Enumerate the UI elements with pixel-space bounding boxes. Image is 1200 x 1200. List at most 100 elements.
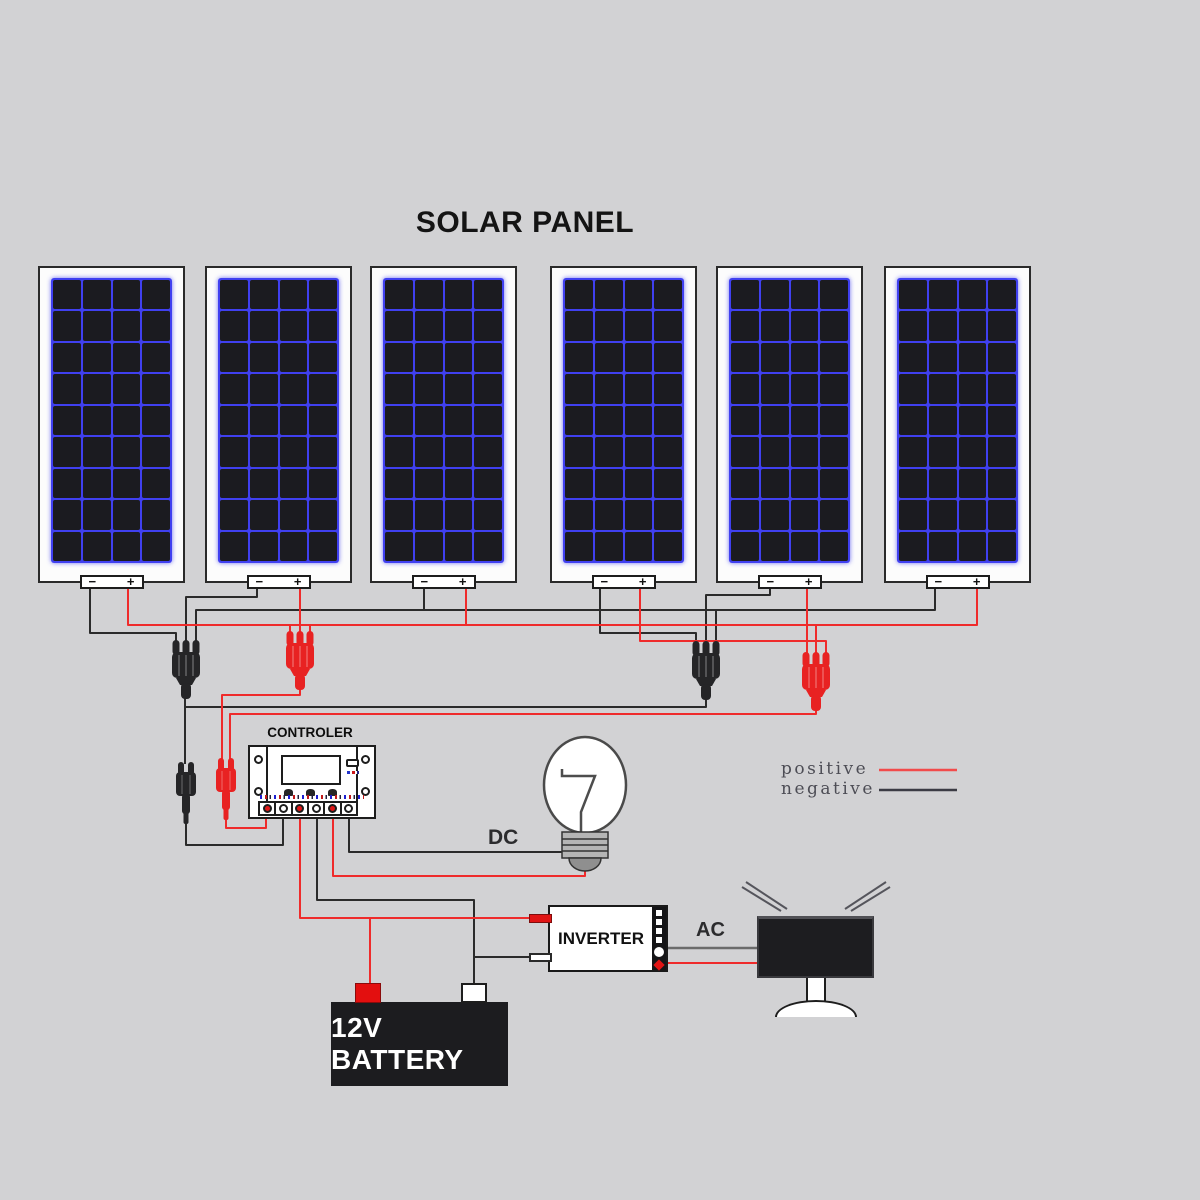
panel-cell (249, 500, 278, 530)
panel-cell (565, 311, 593, 341)
battery: 12V BATTERY (331, 983, 508, 1086)
panel-cell (142, 531, 170, 561)
panel-cell (82, 342, 111, 373)
panel-cell (385, 405, 413, 436)
terminal-ring (327, 804, 337, 813)
panel-cell (760, 311, 789, 341)
panel-cell (279, 374, 308, 404)
panel-cell (565, 342, 593, 373)
panel-cell (899, 437, 927, 467)
panel-cell (309, 500, 337, 530)
panel-cell (624, 500, 653, 530)
panel-plus-label: + (638, 574, 647, 589)
panel-cell (988, 374, 1016, 404)
panel-cell (309, 280, 337, 310)
panel-plus-label: + (293, 574, 302, 589)
junction-box: −+ (79, 574, 144, 589)
controller-lcd (281, 755, 341, 785)
panel-cell (309, 437, 337, 467)
panel-cell (820, 311, 848, 341)
panel-cell (594, 374, 623, 404)
panel-cell (474, 437, 502, 467)
battery-negative-terminal (461, 983, 487, 1003)
panel-cell (414, 531, 443, 561)
inverter-label: INVERTER (558, 928, 644, 948)
panel-cell (385, 374, 413, 404)
panel-cell (820, 531, 848, 561)
panel-cell (928, 531, 957, 561)
panel-cell (820, 374, 848, 404)
panel-cell (988, 500, 1016, 530)
panel-cell (565, 500, 593, 530)
panel-cell (112, 500, 141, 530)
panel-cell (731, 468, 759, 499)
panel-cell (624, 280, 653, 310)
panel-cell (820, 280, 848, 310)
panel-cell (820, 468, 848, 499)
panel-cell-grid (218, 278, 339, 563)
inverter-negative-plug (529, 953, 552, 962)
panel-cell (624, 311, 653, 341)
panel-cell (142, 500, 170, 530)
panel-cell (624, 531, 653, 561)
terminal-ring (262, 804, 272, 813)
mc4-branch-connector (172, 640, 200, 699)
panel-cell (731, 531, 759, 561)
panel-cell (112, 374, 141, 404)
legend-positive-label: positive (781, 759, 869, 779)
panel-cell (82, 374, 111, 404)
panel-cell (899, 342, 927, 373)
panel-cell (53, 437, 81, 467)
panel-cell (444, 437, 473, 467)
panel-cell (414, 342, 443, 373)
panel-cell (414, 280, 443, 310)
panel-cell (624, 374, 653, 404)
panel-cell (899, 500, 927, 530)
panel-minus-label: − (600, 574, 609, 589)
panel-cell (414, 437, 443, 467)
panel-cell (112, 342, 141, 373)
mounting-hole-icon (361, 787, 370, 796)
panel-cell (654, 500, 682, 530)
panel-cell (142, 374, 170, 404)
panel-cell (53, 531, 81, 561)
panel-cell (928, 342, 957, 373)
panel-cell (760, 405, 789, 436)
inverter-vent (656, 919, 662, 925)
panel-cell (624, 405, 653, 436)
inverter-vent (656, 937, 662, 943)
junction-box: −+ (411, 575, 476, 589)
panel-cell (654, 405, 682, 436)
panel-cell (899, 531, 927, 561)
panel-cell (958, 437, 987, 467)
panel-cell (565, 531, 593, 561)
junction-box: −+ (246, 574, 311, 589)
panel-minus-label: − (934, 574, 943, 589)
panel-cell (112, 280, 141, 310)
terminal-ring (295, 804, 305, 813)
junction-box: −+ (591, 574, 656, 589)
light-bulb-icon (542, 735, 628, 872)
panel-cell (474, 342, 502, 373)
panel-cell (444, 405, 473, 436)
diagram-title: SOLAR PANEL (415, 206, 635, 239)
dc-label: DC (488, 826, 519, 849)
controller-key (306, 789, 315, 796)
panel-minus-label: − (88, 574, 97, 589)
panel-cell (654, 311, 682, 341)
panel-cell (112, 468, 141, 499)
panel-cell (220, 468, 248, 499)
inverter-led-icon (653, 959, 665, 971)
panel-cell-grid (51, 278, 172, 563)
panel-cell (82, 500, 111, 530)
panel-cell (82, 468, 111, 499)
panel-cell (988, 311, 1016, 341)
panel-cell (594, 342, 623, 373)
panel-cell (958, 405, 987, 436)
panel-cell (142, 342, 170, 373)
legend-negative-label: negative (781, 779, 875, 799)
panel-cell (309, 374, 337, 404)
panel-cell (474, 500, 502, 530)
panel-cell (820, 342, 848, 373)
panel-cell (112, 405, 141, 436)
